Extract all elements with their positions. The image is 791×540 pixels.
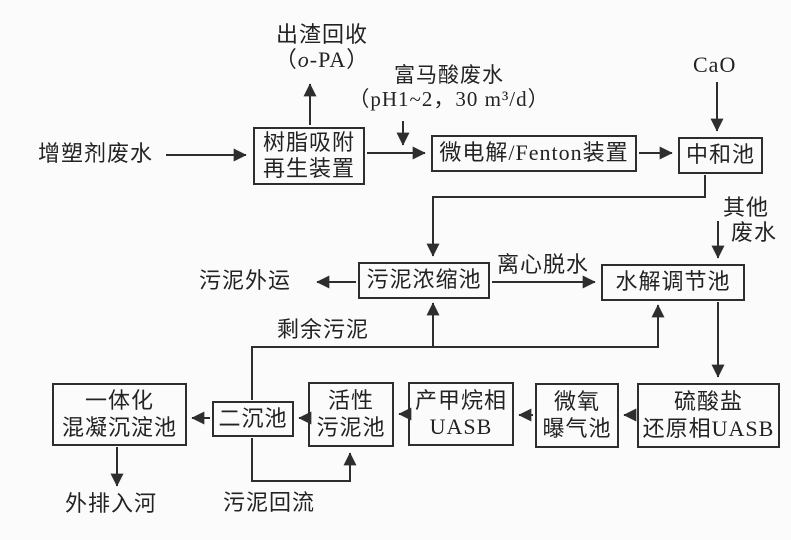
node-label: 中和池: [685, 142, 755, 168]
node-label: UASB: [429, 414, 493, 439]
label-residue-recovery: 出渣回收 （o-PA）: [248, 22, 396, 73]
node-label: 微电解/Fenton装置: [439, 140, 629, 166]
node-micro-oxygen-aeration-pool: 微氧 曝气池: [535, 383, 619, 448]
label-line: 出渣回收: [275, 22, 368, 47]
node-label: 曝气池: [542, 415, 612, 441]
node-methanogenic-uasb: 产甲烷相 UASB: [408, 382, 514, 446]
edge-sludge-return-loop: [251, 438, 357, 482]
label-plasticizer-wastewater: 增塑剂废水: [38, 141, 154, 166]
edge-neutralization-to-thickening: [426, 175, 706, 257]
node-label: 还原相UASB: [642, 415, 775, 441]
node-label: 水解调节池: [615, 269, 731, 295]
node-label: 污泥浓缩池: [366, 267, 482, 293]
node-label: 硫酸盐: [673, 389, 743, 415]
node-sludge-thickening-pool: 污泥浓缩池: [358, 262, 490, 299]
label-line: 富马酸废水: [394, 63, 504, 87]
label-line: （o-PA）: [274, 47, 370, 73]
label-sludge-return: 污泥回流: [223, 490, 316, 515]
node-microelectrolysis-fenton: 微电解/Fenton装置: [431, 135, 637, 172]
node-activated-sludge-pool: 活性 污泥池: [308, 382, 394, 447]
label-line: 废水: [731, 220, 778, 246]
node-label: 二沉池: [218, 405, 288, 431]
label-centrifugal-dewatering: 离心脱水: [497, 252, 590, 277]
node-resin-adsorption: 树脂吸附 再生装置: [253, 127, 365, 185]
edge-excess-sludge-to-hydrolysis: [251, 304, 665, 400]
label-line: 其他: [723, 195, 770, 220]
node-label: 混凝沉淀池: [61, 414, 177, 440]
node-label: 微氧: [553, 389, 600, 415]
node-label: 树脂吸附: [262, 129, 355, 155]
label-other-wastewater: 其他 废水: [723, 195, 777, 246]
label-fumaric-wastewater: 富马酸废水 （pH1~2，30 m³/d）: [340, 63, 558, 111]
label-cao: CaO: [693, 52, 737, 77]
label-line: （pH1~2，30 m³/d）: [348, 87, 550, 112]
node-label: 活性: [327, 388, 374, 414]
node-label: 产甲烷相: [414, 387, 507, 413]
node-hydrolysis-regulation-pool: 水解调节池: [601, 264, 745, 301]
node-integrated-coagulation-sedimentation: 一体化 混凝沉淀池: [52, 383, 187, 446]
label-excess-sludge: 剩余污泥: [277, 317, 370, 342]
label-discharge-to-river: 外排入河: [65, 491, 158, 516]
node-label: 再生装置: [262, 156, 355, 181]
node-neutralization-pool: 中和池: [678, 137, 763, 174]
node-secondary-clarifier: 二沉池: [212, 401, 294, 437]
node-sulfate-reduction-uasb: 硫酸盐 还原相UASB: [637, 383, 780, 448]
label-sludge-transport: 污泥外运: [199, 268, 292, 293]
node-label: 一体化: [84, 388, 154, 414]
node-label: 污泥池: [316, 414, 386, 440]
